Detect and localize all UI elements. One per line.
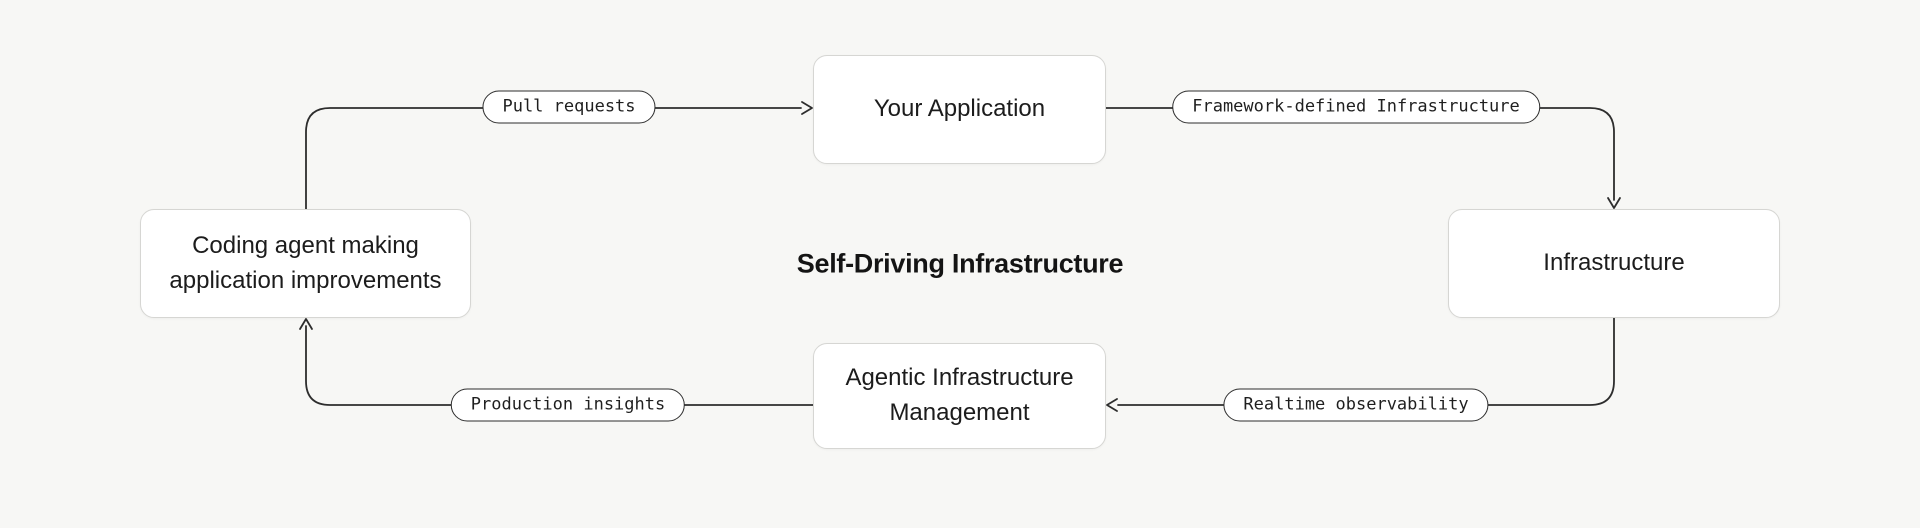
node-coding-agent: Coding agent making application improvem… (140, 209, 471, 318)
connector-framework-defined (1105, 107, 1615, 201)
edge-label-realtime-observability: Realtime observability (1223, 388, 1489, 422)
connector-production-insights (305, 325, 814, 406)
node-your-application: Your Application (813, 55, 1106, 164)
arrowhead-into-agentic (1106, 398, 1118, 412)
arrowhead-into-coding-agent (299, 318, 313, 330)
arrowhead-into-infrastructure (1607, 197, 1621, 209)
connector-realtime-observability (1117, 317, 1615, 406)
node-coding-agent-label: Coding agent making application improvem… (169, 231, 442, 294)
node-your-application-label: Your Application (873, 95, 1046, 123)
arrowhead-into-your-application (801, 101, 813, 115)
edge-label-pull-requests: Pull requests (482, 90, 656, 124)
node-infrastructure-label: Infrastructure (1543, 249, 1685, 277)
edge-label-framework-defined-infrastructure: Framework-defined Infrastructure (1172, 90, 1540, 124)
diagram-title: Self-Driving Infrastructure (796, 248, 1124, 279)
connector-pull-requests (305, 107, 802, 210)
node-agentic-infrastructure-management: Agentic Infrastructure Management (813, 343, 1106, 449)
node-infrastructure: Infrastructure (1448, 209, 1780, 318)
edge-label-production-insights: Production insights (450, 388, 686, 422)
node-agentic-label: Agentic Infrastructure Management (845, 364, 1074, 426)
